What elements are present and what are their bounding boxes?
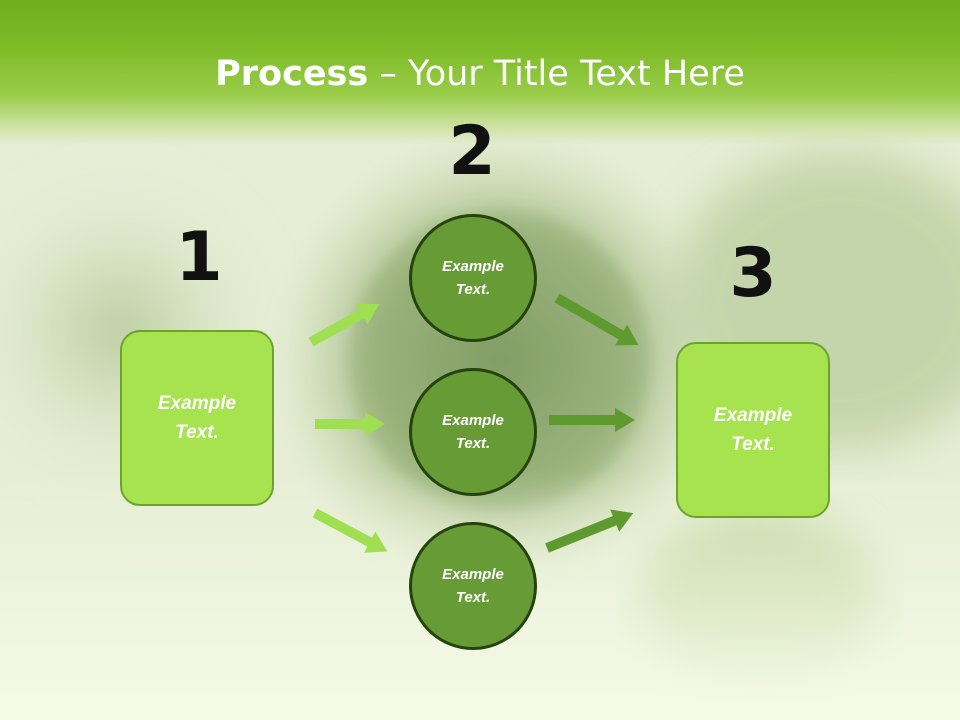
circle-top-text: Example Text. [442, 258, 504, 298]
step-2-circle-middle: Example Text. [409, 368, 537, 496]
circle-middle-text: Example Text. [442, 412, 504, 452]
step-3-number: 3 [729, 234, 777, 313]
step-1-box: Example Text. [120, 330, 274, 506]
arrow-bottom-to-3 [545, 509, 634, 553]
step-3-box-text: Example Text. [713, 405, 793, 455]
arrow-1-to-middle [315, 412, 385, 436]
title-band [0, 0, 960, 145]
step-2-number: 2 [448, 112, 496, 191]
title-bold: Process [215, 54, 369, 94]
step-2-circle-top: Example Text. [409, 214, 537, 342]
arrow-1-to-bottom [312, 508, 388, 553]
arrow-top-to-3 [554, 293, 639, 346]
circle-bottom-text: Example Text. [442, 566, 504, 606]
step-1-number: 1 [175, 218, 223, 297]
title-rest: – Your Title Text Here [368, 54, 745, 94]
step-1-box-text: Example Text. [157, 393, 237, 443]
slide-title: Process – Your Title Text Here [0, 52, 960, 96]
arrow-1-to-top [308, 303, 380, 347]
step-2-circle-bottom: Example Text. [409, 522, 537, 650]
step-3-box: Example Text. [676, 342, 830, 518]
arrow-middle-to-3 [549, 408, 635, 432]
